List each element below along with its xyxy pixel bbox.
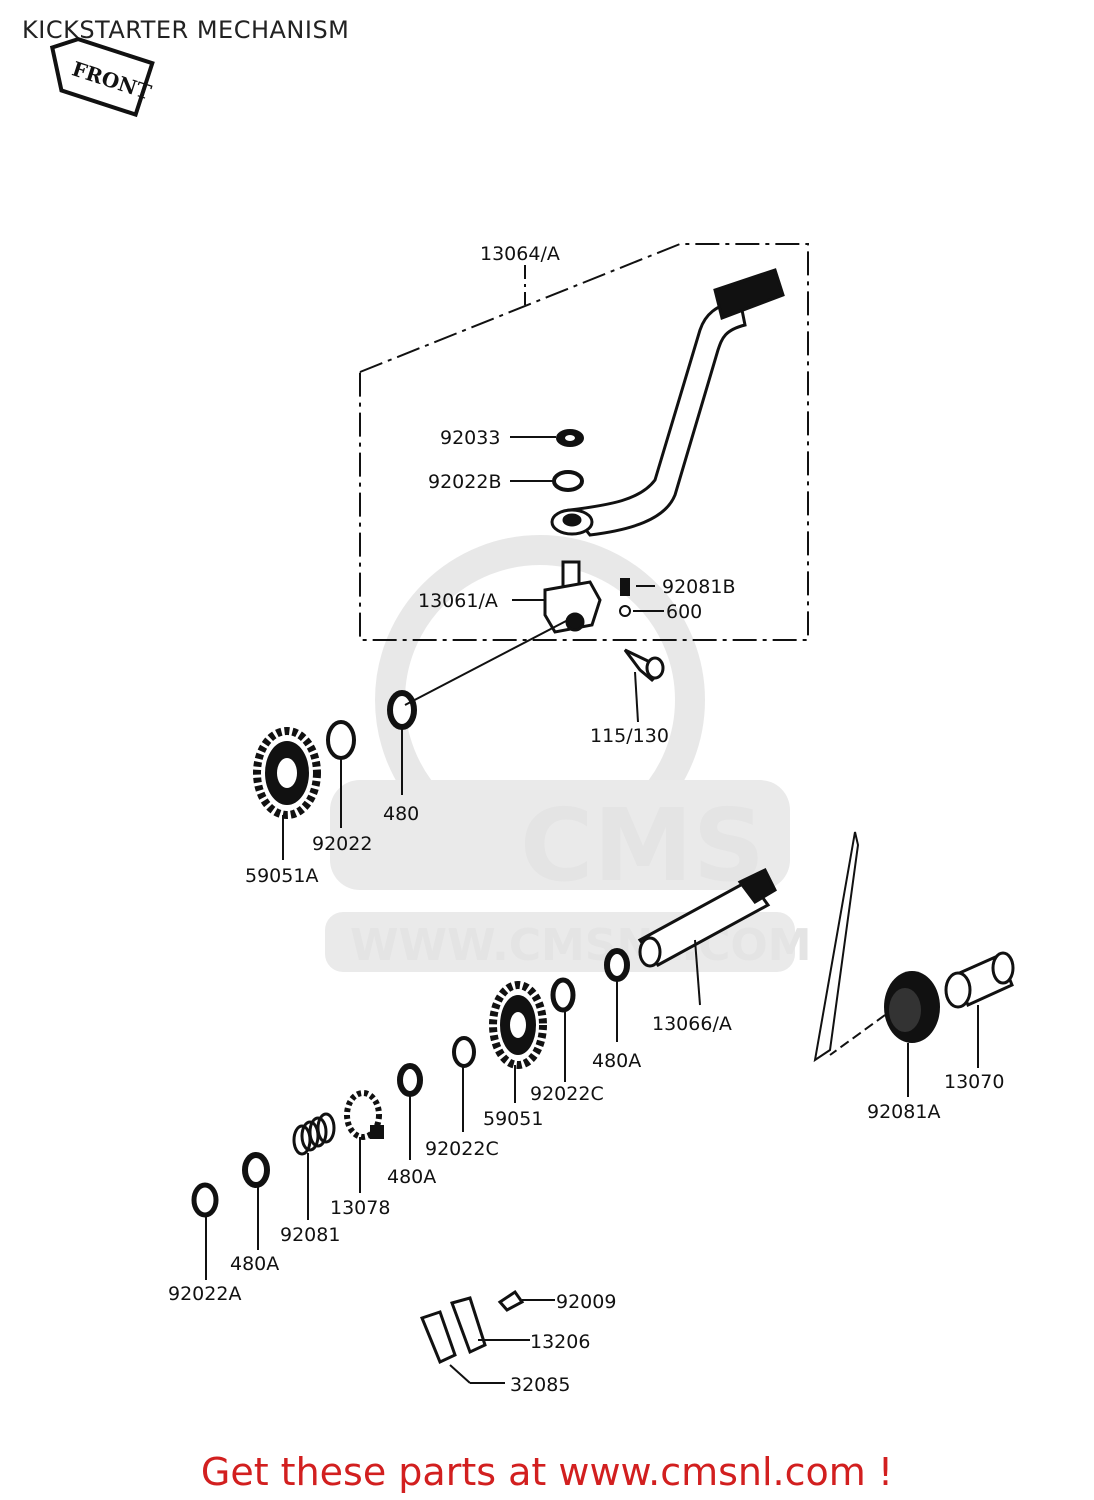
washer-480a-3 bbox=[242, 1152, 270, 1188]
promo-footer-link[interactable]: Get these parts at www.cmsnl.com ! bbox=[200, 1450, 894, 1494]
label-13066a: 13066/A bbox=[652, 1013, 732, 1035]
label-92081: 92081 bbox=[280, 1224, 340, 1246]
leader-lines bbox=[205, 436, 979, 1384]
label-59051a: 59051A bbox=[245, 865, 318, 887]
washer-480a-1 bbox=[604, 948, 630, 982]
kick-pedal-lever bbox=[550, 268, 785, 537]
spring-92081 bbox=[292, 1112, 336, 1156]
label-480a-3: 480A bbox=[230, 1253, 279, 1275]
ball-600 bbox=[619, 605, 631, 617]
label-13078: 13078 bbox=[330, 1197, 390, 1219]
label-115-130: 115/130 bbox=[590, 725, 669, 747]
label-480: 480 bbox=[383, 803, 419, 825]
stop-32085 bbox=[420, 1310, 457, 1365]
label-92022c-1: 92022C bbox=[530, 1083, 604, 1105]
washer-92022b bbox=[552, 470, 584, 492]
watermark-url: WWW.CMSNL.COM bbox=[350, 920, 812, 971]
bolt-115-130 bbox=[623, 648, 665, 683]
label-480a-2: 480A bbox=[387, 1166, 436, 1188]
part-labels: 13064/A 92033 92022B 92081B 600 13061/A … bbox=[168, 243, 1004, 1396]
label-92022b: 92022B bbox=[428, 471, 501, 493]
washer-480 bbox=[387, 690, 417, 730]
gear-59051 bbox=[489, 981, 547, 1069]
label-480a-1: 480A bbox=[592, 1050, 641, 1072]
label-13070: 13070 bbox=[944, 1071, 1004, 1093]
gear-59051a bbox=[253, 727, 321, 819]
label-92022: 92022 bbox=[312, 833, 372, 855]
spring-92081b bbox=[620, 578, 630, 596]
washer-480a-2 bbox=[397, 1063, 423, 1097]
washer-92022a bbox=[191, 1182, 219, 1218]
front-arrow-badge: FRONT bbox=[49, 36, 155, 118]
label-92009: 92009 bbox=[556, 1291, 616, 1313]
washer-92022c-2 bbox=[452, 1036, 476, 1068]
kick-shaft-boss-13061a bbox=[543, 560, 602, 634]
collar-13070 bbox=[944, 951, 1015, 1009]
label-13064a: 13064/A bbox=[480, 243, 560, 265]
label-92081a: 92081A bbox=[867, 1101, 940, 1123]
ratchet-13078 bbox=[344, 1090, 384, 1140]
washer-92022c-1 bbox=[550, 977, 576, 1013]
label-32085: 32085 bbox=[510, 1374, 570, 1396]
label-92022c-2: 92022C bbox=[425, 1138, 499, 1160]
label-92033: 92033 bbox=[440, 427, 500, 449]
label-59051: 59051 bbox=[483, 1108, 543, 1130]
label-13206: 13206 bbox=[530, 1331, 590, 1353]
washer-92022 bbox=[326, 720, 356, 760]
label-13061a: 13061/A bbox=[418, 590, 498, 612]
kick-shaft-13066a bbox=[637, 868, 777, 968]
kick-lever-group-outline bbox=[359, 243, 809, 641]
shaft-assembly-bracket bbox=[813, 831, 860, 1063]
spring-92081a bbox=[884, 971, 940, 1043]
pin-92009 bbox=[497, 1289, 525, 1312]
guide-13206 bbox=[450, 1296, 487, 1355]
watermark-brand: CMS bbox=[520, 787, 765, 904]
label-600: 600 bbox=[666, 601, 702, 623]
label-92081b: 92081B bbox=[662, 576, 735, 598]
label-92022a: 92022A bbox=[168, 1283, 241, 1305]
